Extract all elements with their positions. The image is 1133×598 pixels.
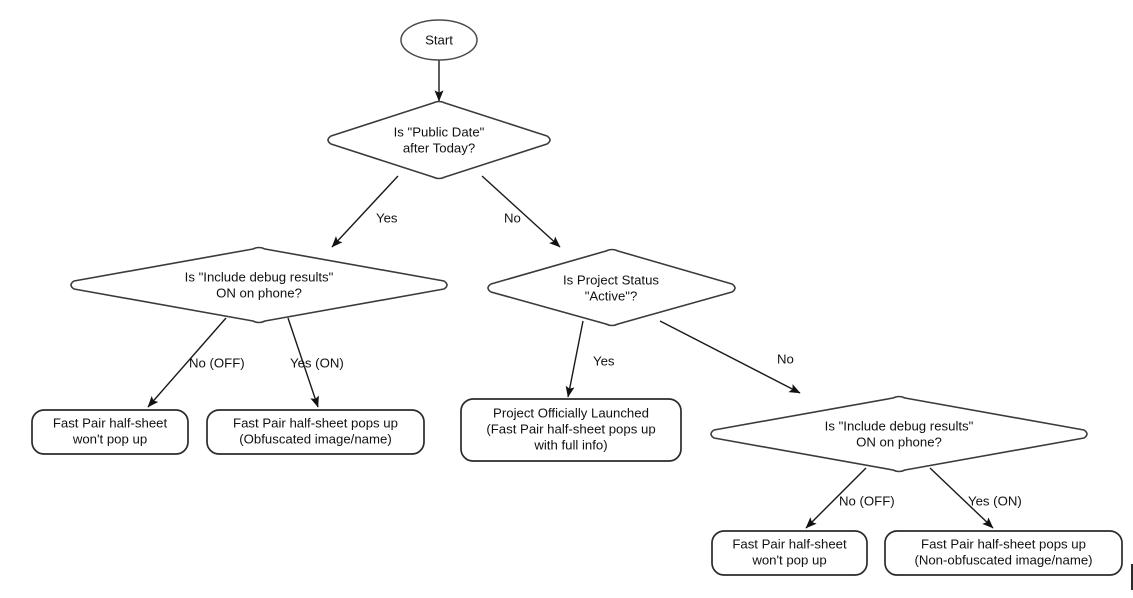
page-edge-marker xyxy=(1131,564,1133,590)
node-debug-left-decision[interactable]: Is "Include debug results" ON on phone? xyxy=(70,246,448,324)
edge-project-status-no xyxy=(659,320,801,394)
terminal-project-launched-box xyxy=(460,398,682,462)
terminal-no-popup-left-line2: won't pop up xyxy=(72,431,147,446)
edge-label-debug-left-yes-on: Yes (ON) xyxy=(290,355,344,370)
debug-left-line2: ON on phone? xyxy=(216,285,302,300)
node-start[interactable]: Start xyxy=(400,19,478,61)
edge-public-date-yes xyxy=(331,175,399,248)
edge-label-public-date-yes: Yes xyxy=(376,210,398,225)
terminal-obfuscated-line1: Fast Pair half-sheet pops up xyxy=(233,415,398,430)
edge-label-debug-right-no-off: No (OFF) xyxy=(839,493,895,508)
node-project-status-decision[interactable]: Is Project Status "Active"? xyxy=(487,248,736,327)
terminal-project-launched-line1: Project Officially Launched xyxy=(493,405,649,420)
edge-label-debug-left-no-off: No (OFF) xyxy=(189,355,245,370)
node-debug-right-decision[interactable]: Is "Include debug results" ON on phone? xyxy=(710,395,1088,473)
terminal-no-popup-right-box xyxy=(711,530,868,576)
terminal-obfuscated-box xyxy=(206,409,425,455)
terminal-obfuscated-line2: (Obfuscated image/name) xyxy=(239,431,391,446)
public-date-diamond xyxy=(327,100,551,180)
project-status-diamond xyxy=(487,248,736,327)
node-terminal-no-popup-right[interactable]: Fast Pair half-sheet won't pop up xyxy=(711,530,868,576)
start-ellipse xyxy=(400,19,478,61)
edge-label-project-status-no: No xyxy=(777,351,794,366)
debug-right-line1: Is "Include debug results" xyxy=(825,418,974,433)
debug-left-line1: Is "Include debug results" xyxy=(185,269,334,284)
public-date-line2: after Today? xyxy=(403,140,475,155)
edge-debug-left-no-off xyxy=(147,317,227,408)
edge-debug-right-no-off xyxy=(805,467,867,529)
terminal-no-popup-left-box xyxy=(31,409,189,455)
terminal-non-obfuscated-line2: (Non-obfuscated image/name) xyxy=(914,552,1092,567)
public-date-line1: Is "Public Date" xyxy=(394,124,485,139)
node-terminal-non-obfuscated[interactable]: Fast Pair half-sheet pops up (Non-obfusc… xyxy=(884,530,1123,576)
project-status-line2: "Active"? xyxy=(585,288,638,303)
node-terminal-project-launched[interactable]: Project Officially Launched (Fast Pair h… xyxy=(460,398,682,462)
terminal-non-obfuscated-line1: Fast Pair half-sheet pops up xyxy=(921,536,1086,551)
debug-left-diamond xyxy=(70,246,448,324)
edge-debug-left-yes-on xyxy=(287,317,319,408)
edge-label-public-date-no: No xyxy=(504,210,521,225)
node-terminal-obfuscated[interactable]: Fast Pair half-sheet pops up (Obfuscated… xyxy=(206,409,425,455)
debug-right-diamond xyxy=(710,395,1088,473)
terminal-no-popup-left-line1: Fast Pair half-sheet xyxy=(53,415,168,430)
terminal-project-launched-line3: with full info) xyxy=(533,437,607,452)
terminal-no-popup-right-line2: won't pop up xyxy=(751,552,826,567)
terminal-no-popup-right-line1: Fast Pair half-sheet xyxy=(732,536,847,551)
edge-debug-right-yes-on xyxy=(929,467,994,529)
edges-layer xyxy=(147,60,994,529)
edge-public-date-no xyxy=(481,175,561,248)
edge-labels-layer: Yes No No (OFF) Yes (ON) Yes No No (OFF)… xyxy=(189,210,1022,508)
terminal-project-launched-line2: (Fast Pair half-sheet pops up xyxy=(486,421,655,436)
terminal-non-obfuscated-box xyxy=(884,530,1123,576)
project-status-line1: Is Project Status xyxy=(563,272,659,287)
start-label: Start xyxy=(425,32,453,47)
node-public-date-decision[interactable]: Is "Public Date" after Today? xyxy=(327,100,551,180)
edge-project-status-yes xyxy=(565,320,584,398)
debug-right-line2: ON on phone? xyxy=(856,434,942,449)
node-terminal-no-popup-left[interactable]: Fast Pair half-sheet won't pop up xyxy=(31,409,189,455)
edge-label-debug-right-yes-on: Yes (ON) xyxy=(968,493,1022,508)
edge-label-project-status-yes: Yes xyxy=(593,353,615,368)
